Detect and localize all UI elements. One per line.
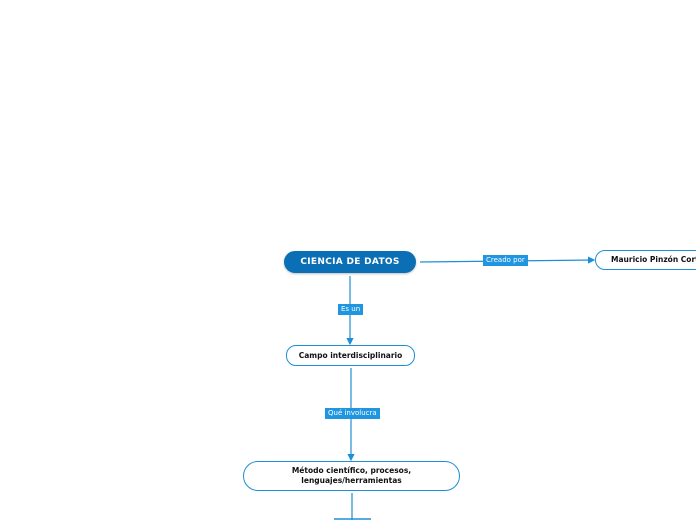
link-label-involves[interactable]: Qué involucra — [325, 408, 380, 419]
root-node[interactable]: CIENCIA DE DATOS — [284, 251, 416, 273]
link-label-is-a[interactable]: Es un — [338, 304, 364, 315]
author-node-label: Mauricio Pinzón Cortés — [611, 255, 696, 264]
method-node[interactable]: Método científico, procesos, lenguajes/h… — [243, 461, 460, 491]
link-label-created-by[interactable]: Creado por — [483, 255, 528, 266]
field-node-label: Campo interdisciplinario — [298, 350, 403, 360]
method-node-label-line2: lenguajes/herramientas — [301, 476, 402, 485]
method-node-label-line1: Método científico, procesos, — [291, 466, 412, 475]
root-node-label: CIENCIA DE DATOS — [300, 257, 400, 267]
author-node[interactable]: Mauricio Pinzón Cortés — [595, 250, 696, 270]
field-node[interactable]: Campo interdisciplinario — [286, 345, 415, 366]
